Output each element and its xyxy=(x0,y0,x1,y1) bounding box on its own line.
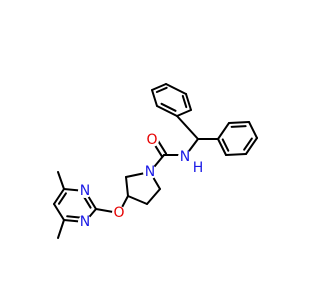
bond-pC5-pC4 xyxy=(53,203,65,221)
bond-a3-a4 xyxy=(165,83,187,95)
bond-b2-b3 xyxy=(225,153,247,156)
bond-c4-c5 xyxy=(125,176,129,197)
bond-a4-a5 xyxy=(151,83,167,91)
bond-a5-a6 xyxy=(151,89,158,107)
bond-b5-b6-inner xyxy=(230,125,247,128)
bond-a1-a2 xyxy=(176,109,192,117)
atom-background-N1 xyxy=(178,150,192,164)
bond-pC4-me4 xyxy=(57,219,65,239)
atom-background-O2 xyxy=(112,206,126,220)
bond-pC4-pN3-inner xyxy=(66,215,83,219)
atom-background-nh-hydrogen xyxy=(192,162,204,174)
bond-a2-a3-inner xyxy=(181,94,188,109)
bond-b3-b4-inner xyxy=(243,137,253,151)
bond-c2-c3 xyxy=(146,188,161,205)
atom-background-O1 xyxy=(145,133,159,147)
bond-a6-a1-inner xyxy=(160,102,177,112)
bond-c3-c4 xyxy=(127,195,148,205)
atom-label-n-n4: N xyxy=(80,214,90,230)
atom-label-n-n3: N xyxy=(80,183,90,199)
bond-pC6-pC5-inner xyxy=(57,192,67,205)
bond-b1-b2-inner xyxy=(221,138,230,152)
bond-pC6-me6 xyxy=(57,171,65,190)
atom-label-n-n2: N xyxy=(145,164,155,180)
bond-b6-b1 xyxy=(217,122,230,140)
bond-ch-a1 xyxy=(176,115,199,140)
bond-b3-b4 xyxy=(245,137,258,155)
atom-background-N4 xyxy=(78,215,92,229)
bond-b5-b6 xyxy=(228,121,250,124)
bond-a2-a3 xyxy=(185,93,192,111)
atom-label-o-o2: O xyxy=(113,205,124,221)
atom-background-N2 xyxy=(143,165,157,179)
atom-background-N3 xyxy=(78,184,92,198)
bond-b1-b2 xyxy=(217,138,227,156)
atom-label-hydrogen-nh: H xyxy=(193,160,204,176)
bond-a4-a5-inner xyxy=(155,86,168,93)
bond-b4-b5 xyxy=(248,121,258,139)
atom-label-o-o1: O xyxy=(146,132,157,148)
atom-label-n-n1: N xyxy=(180,149,190,165)
bond-a6-a1 xyxy=(156,105,178,117)
bond-pC6-pC5 xyxy=(53,188,65,205)
